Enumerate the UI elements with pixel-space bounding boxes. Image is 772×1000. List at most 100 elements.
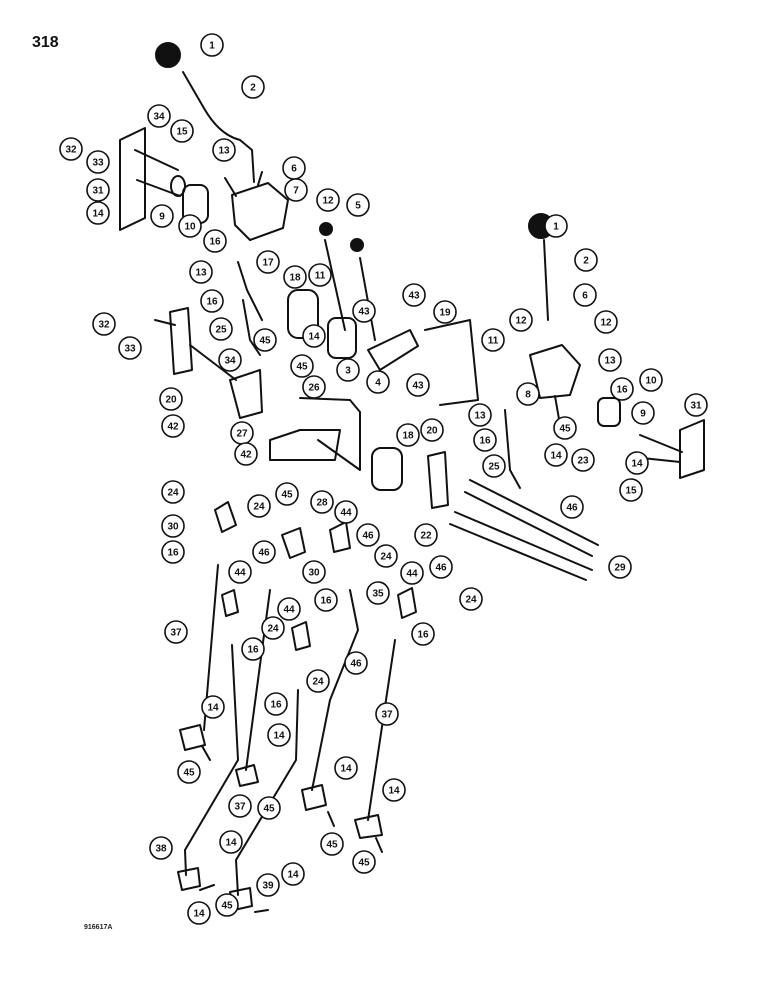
callout-43: 43 (406, 373, 430, 397)
callout-16: 16 (203, 229, 227, 253)
callout-label: 45 (263, 804, 275, 815)
callout-14: 14 (334, 756, 358, 780)
callout-label: 7 (293, 186, 299, 197)
callout-45: 45 (215, 893, 239, 917)
callout-label: 29 (614, 563, 626, 574)
callout-label: 43 (408, 291, 420, 302)
yoke-27 (229, 369, 263, 419)
callout-label: 46 (566, 503, 578, 514)
callout-18: 18 (283, 265, 307, 289)
callout-46: 46 (344, 651, 368, 675)
callout-label: 14 (207, 703, 219, 714)
callout-45: 45 (257, 796, 281, 820)
callout-label: 15 (625, 486, 637, 497)
callout-label: 46 (435, 563, 447, 574)
callout-14: 14 (382, 778, 406, 802)
callout-1: 1 (200, 33, 224, 57)
callout-31: 31 (684, 393, 708, 417)
callout-34: 34 (218, 348, 242, 372)
callout-43: 43 (352, 299, 376, 323)
callout-label: 46 (362, 531, 374, 542)
callout-label: 9 (159, 212, 165, 223)
link-30a (214, 501, 237, 533)
callout-label: 31 (92, 186, 104, 197)
callout-label: 45 (183, 768, 195, 779)
callout-11: 11 (308, 263, 332, 287)
callout-label: 42 (240, 450, 252, 461)
callout-37: 37 (375, 702, 399, 726)
callout-14: 14 (219, 830, 243, 854)
callout-13: 13 (212, 138, 236, 162)
callout-label: 24 (312, 677, 324, 688)
callout-label: 30 (167, 522, 179, 533)
callout-label: 6 (582, 291, 588, 302)
callout-label: 10 (184, 222, 196, 233)
callout-13: 13 (598, 348, 622, 372)
callout-label: 16 (206, 297, 218, 308)
callout-30: 30 (302, 560, 326, 584)
callout-label: 11 (315, 271, 326, 282)
callout-label: 6 (291, 164, 297, 175)
callout-label: 14 (193, 909, 205, 920)
knob-5b (350, 238, 364, 252)
callout-label: 27 (236, 429, 248, 440)
callout-46: 46 (252, 540, 276, 564)
callout-label: 18 (289, 273, 301, 284)
callout-16: 16 (411, 622, 435, 646)
link-44b (397, 587, 417, 619)
callout-46: 46 (356, 523, 380, 547)
callout-label: 12 (322, 196, 334, 207)
callout-label: 34 (153, 112, 165, 123)
callout-33: 33 (118, 336, 142, 360)
callout-label: 46 (350, 659, 362, 670)
callout-label: 16 (209, 237, 221, 248)
callout-label: 37 (381, 710, 393, 721)
callout-44: 44 (228, 560, 252, 584)
callout-label: 19 (439, 308, 451, 319)
callout-10: 10 (639, 368, 663, 392)
callout-label: 33 (92, 158, 104, 169)
callout-label: 44 (406, 569, 418, 580)
bracket-19 (424, 319, 479, 406)
callout-38: 38 (149, 836, 173, 860)
lever-housing-left (231, 182, 289, 241)
callout-14: 14 (625, 451, 649, 475)
callout-24: 24 (374, 544, 398, 568)
bushing-right (597, 397, 621, 427)
callout-44: 44 (400, 561, 424, 585)
callout-label: 31 (690, 401, 702, 412)
callout-3: 3 (336, 358, 360, 382)
callout-label: 22 (420, 531, 432, 542)
callout-label: 14 (92, 209, 104, 220)
callout-label: 14 (273, 731, 285, 742)
callout-label: 26 (308, 383, 320, 394)
callout-16: 16 (473, 428, 497, 452)
callout-35: 35 (366, 581, 390, 605)
callout-32: 32 (59, 137, 83, 161)
link-44c (221, 589, 239, 617)
callout-label: 14 (340, 764, 352, 775)
knob-left (155, 42, 181, 68)
callout-label: 24 (380, 552, 392, 563)
callout-14: 14 (267, 723, 291, 747)
callout-label: 44 (283, 605, 295, 616)
callout-45: 45 (290, 354, 314, 378)
shift-arm-4 (367, 329, 419, 371)
callout-label: 46 (258, 548, 270, 559)
rod-37-right (367, 639, 396, 821)
page-number: 318 (32, 34, 59, 51)
callout-31: 31 (86, 178, 110, 202)
callout-label: 44 (234, 568, 246, 579)
callout-label: 14 (308, 332, 320, 343)
callout-label: 14 (287, 870, 299, 881)
callout-label: 35 (372, 589, 384, 600)
callout-23: 23 (571, 448, 595, 472)
callout-27: 27 (230, 421, 254, 445)
callout-8: 8 (516, 382, 540, 406)
callout-24: 24 (459, 587, 483, 611)
callout-label: 18 (402, 431, 414, 442)
callout-label: 24 (267, 624, 279, 635)
callout-42: 42 (234, 442, 258, 466)
